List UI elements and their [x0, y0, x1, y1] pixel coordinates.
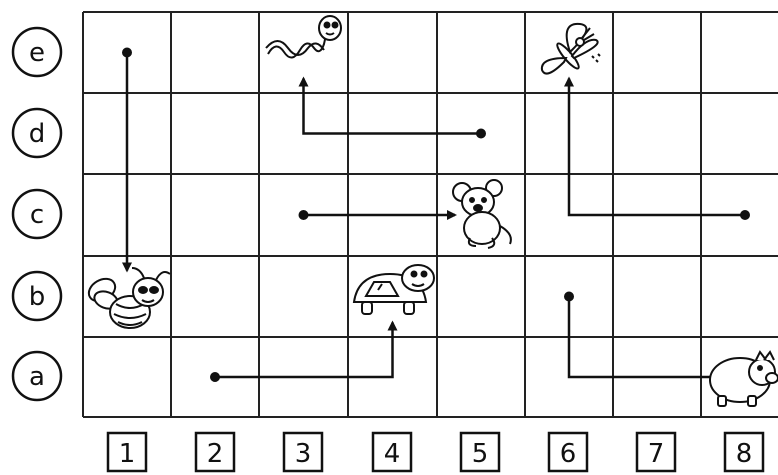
- svg-text:c: c: [30, 200, 44, 230]
- mouse-icon: [453, 180, 511, 248]
- path-start-dot: [476, 129, 486, 139]
- svg-text:5: 5: [472, 439, 489, 469]
- svg-text:1: 1: [119, 439, 136, 469]
- pig-icon: [710, 352, 778, 406]
- bee-icon: [85, 268, 170, 328]
- path-to-turtle: [215, 323, 393, 378]
- column-label-8: 8: [725, 433, 763, 471]
- turtle-icon: [354, 265, 434, 314]
- column-label-5: 5: [461, 433, 499, 471]
- column-labels: 1 2 3 4 5 6 7 8: [108, 433, 763, 471]
- row-label-e: e: [13, 28, 61, 76]
- row-label-c: c: [13, 190, 61, 238]
- svg-text:a: a: [29, 362, 45, 392]
- svg-text:6: 6: [560, 439, 577, 469]
- svg-text:3: 3: [295, 439, 312, 469]
- row-label-b: b: [13, 272, 61, 320]
- path-to-butterfly: [569, 79, 745, 216]
- worm-icon: [266, 16, 341, 58]
- svg-text:7: 7: [648, 439, 665, 469]
- column-label-4: 4: [373, 433, 411, 471]
- path-start-dot: [122, 48, 132, 58]
- animals: [85, 16, 778, 406]
- column-label-3: 3: [284, 433, 322, 471]
- svg-text:d: d: [29, 119, 46, 149]
- row-labels: e d c b a: [13, 28, 61, 400]
- svg-text:b: b: [29, 282, 46, 312]
- path-start-dot: [564, 292, 574, 302]
- svg-text:e: e: [29, 38, 45, 68]
- butterfly-icon: [542, 24, 600, 74]
- svg-text:4: 4: [384, 439, 401, 469]
- svg-text:2: 2: [207, 439, 224, 469]
- path-start-dot: [210, 372, 220, 382]
- svg-text:8: 8: [736, 439, 753, 469]
- column-label-1: 1: [108, 433, 146, 471]
- row-label-a: a: [13, 352, 61, 400]
- column-label-6: 6: [549, 433, 587, 471]
- path-start-dot: [740, 210, 750, 220]
- row-label-d: d: [13, 109, 61, 157]
- path-to-worm: [304, 79, 482, 134]
- path-start-dot: [299, 210, 309, 220]
- column-label-7: 7: [637, 433, 675, 471]
- column-label-2: 2: [196, 433, 234, 471]
